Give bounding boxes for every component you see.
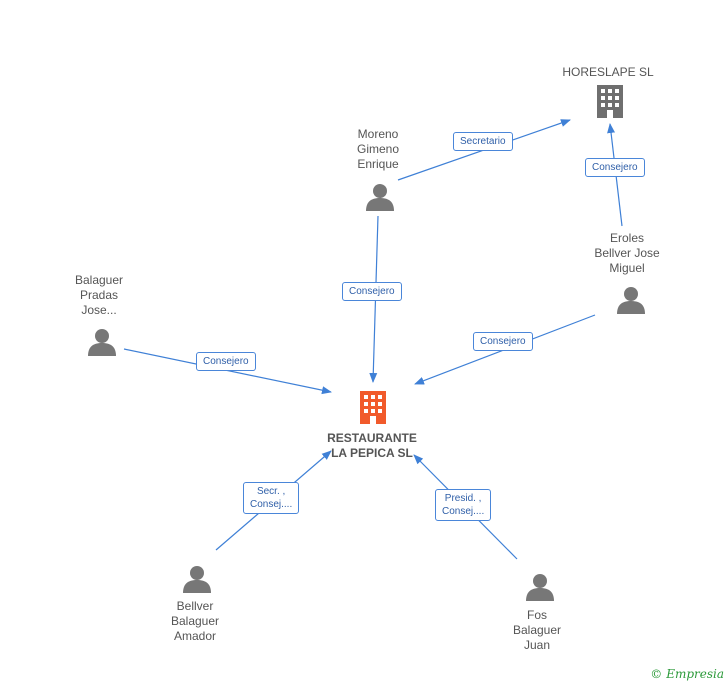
node-label-balaguer-pradas[interactable]: Balaguer Pradas Jose... [39, 273, 159, 318]
node-label-line: Moreno [357, 127, 399, 141]
person-icon[interactable] [525, 572, 555, 602]
copyright-symbol: © [650, 667, 663, 681]
node-label-line: Enrique [357, 157, 399, 171]
node-label-line: Pradas [79, 288, 119, 302]
building-icon[interactable] [359, 390, 389, 426]
edge-label-line: Consej.... [250, 499, 293, 510]
person-icon[interactable] [87, 327, 117, 357]
node-label-line: Gimeno [356, 142, 400, 156]
node-label-line: Bellver Jose [594, 246, 660, 260]
person-icon[interactable] [616, 285, 646, 315]
edge-label-consejero-horeslape[interactable]: Consejero [585, 158, 645, 177]
node-label-line: Balaguer [170, 614, 220, 628]
person-icon[interactable] [182, 564, 212, 594]
node-label-bellver[interactable]: Bellver Balaguer Amador [135, 599, 255, 644]
node-label-line: LA PEPICA SL [331, 446, 413, 460]
building-icon[interactable] [596, 84, 626, 120]
node-label-eroles[interactable]: Eroles Bellver Jose Miguel [567, 231, 687, 276]
edge-label-line: Consejero [349, 286, 395, 297]
node-label-fos[interactable]: Fos Balaguer Juan [477, 608, 597, 653]
edge-label-secretario[interactable]: Secretario [453, 132, 513, 151]
edge-label-line: Secretario [460, 136, 506, 147]
edge-label-line: Consej.... [442, 506, 485, 517]
brand-name: Empresia [666, 667, 724, 681]
edge-label-consejero-moreno[interactable]: Consejero [342, 282, 402, 301]
node-label-line: Balaguer [74, 273, 124, 287]
node-label-horeslape[interactable]: HORESLAPE SL [548, 65, 668, 80]
person-icon[interactable] [365, 182, 395, 212]
node-label-line: Balaguer [512, 623, 562, 637]
node-label-line: Miguel [609, 261, 645, 275]
edge-label-line: Consejero [203, 356, 249, 367]
edge-label-line: Presid. , [444, 493, 482, 504]
node-label-moreno[interactable]: Moreno Gimeno Enrique [318, 127, 438, 172]
edge-label-secr-bellver[interactable]: Secr. , Consej.... [243, 482, 300, 514]
node-label-line: Eroles [609, 231, 644, 245]
edge-label-line: Secr. , [256, 486, 286, 497]
node-label-center[interactable]: RESTAURANTE LA PEPICA SL [302, 431, 442, 461]
edge-label-line: Consejero [480, 336, 526, 347]
node-label-line: HORESLAPE SL [562, 65, 654, 79]
edge-label-line: Consejero [592, 162, 638, 173]
node-label-line: Juan [523, 638, 551, 652]
node-label-line: Bellver [176, 599, 214, 613]
node-label-line: Fos [526, 608, 547, 622]
edge-label-consejero-balaguer[interactable]: Consejero [196, 352, 256, 371]
node-label-line: RESTAURANTE [327, 431, 417, 445]
edge-label-presid-fos[interactable]: Presid. , Consej.... [435, 489, 492, 521]
node-label-line: Amador [173, 629, 217, 643]
edge-label-consejero-eroles[interactable]: Consejero [473, 332, 533, 351]
footer-brand[interactable]: ©Empresia [650, 667, 724, 681]
node-label-line: Jose... [81, 303, 117, 317]
